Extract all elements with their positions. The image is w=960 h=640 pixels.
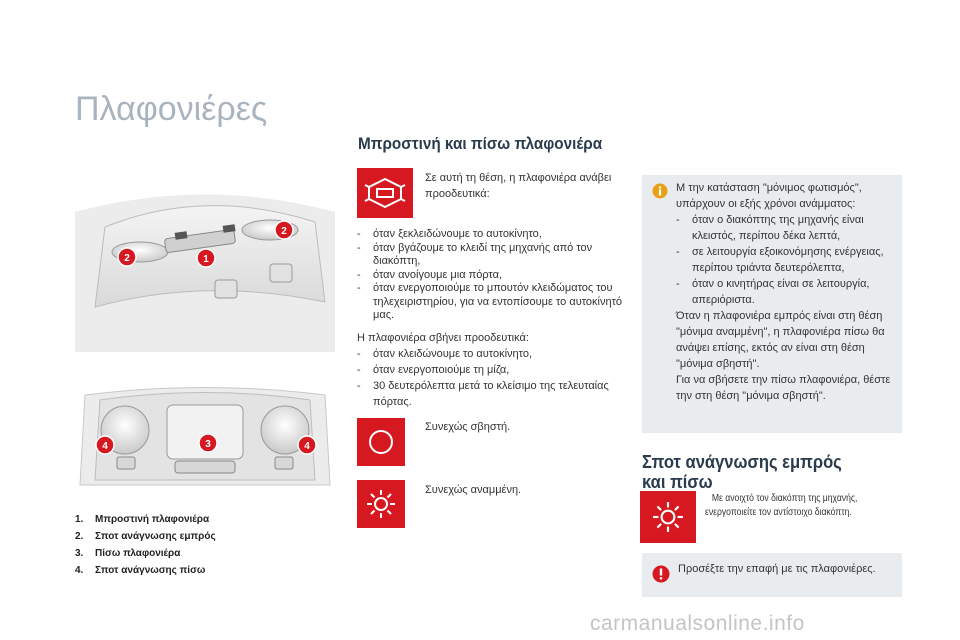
list-item: -όταν ο κινητήρας είναι σε λειτουργία, α… — [676, 278, 870, 306]
svg-text:4: 4 — [102, 441, 108, 452]
reading-spot-icon — [640, 491, 696, 543]
rear-console-illustration: 4 3 4 — [75, 385, 335, 490]
always-off-label: Συνεχώς σβηστή. — [425, 421, 511, 433]
list-item: -όταν ο διακόπτης της μηχανής είναι κλει… — [676, 214, 864, 242]
list-item: -όταν ανοίγουμε μια πόρτα, — [357, 268, 503, 281]
callout-1: 1 — [196, 248, 216, 268]
front-console-illustration: 2 1 2 — [75, 182, 335, 352]
warning-icon — [652, 565, 670, 583]
list-item: -όταν ενεργοποιούμε το μπουτόν κλειδώματ… — [357, 282, 623, 321]
lamp-intro-text: Σε αυτή τη θέση, η πλαφονιέρα ανάβει προ… — [425, 172, 612, 200]
warning-text: Προσέξτε την επαφή με τις πλαφονιέρες. — [678, 563, 876, 575]
legend-item: 1.Μπροστινή πλαφονιέρα — [75, 514, 210, 525]
door-lamp-icon — [357, 168, 413, 218]
list-item: -όταν ξεκλειδώνουμε το αυτοκίνητο, — [357, 228, 542, 240]
list-item: -όταν ενεργοποιούμε τη μίζα, — [357, 364, 510, 376]
svg-text:1: 1 — [203, 254, 209, 265]
list-item: -σε λειτουργία εξοικονόμησης ενέργειας, … — [676, 246, 884, 274]
svg-text:2: 2 — [281, 226, 287, 237]
warning-panel: Προσέξτε την επαφή με τις πλαφονιέρες. — [642, 553, 902, 597]
callout-4-right: 4 — [297, 435, 317, 455]
lamp-on-list: -όταν ξεκλειδώνουμε το αυτοκίνητο, -όταν… — [357, 228, 627, 323]
lamp-on-icon — [357, 480, 405, 528]
info-panel: Μ την κατάσταση "μόνιμος φωτισμός", υπάρ… — [642, 175, 902, 433]
callout-4-left: 4 — [95, 435, 115, 455]
legend-item: 4.Σποτ ανάγνωσης πίσω — [75, 565, 206, 576]
lamp-off-icon — [357, 418, 405, 466]
always-on-label: Συνεχώς αναμμένη. — [425, 484, 522, 496]
legend: 1.Μπροστινή πλαφονιέρα 2.Σποτ ανάγνωσης … — [75, 511, 216, 579]
svg-text:2: 2 — [124, 253, 130, 264]
list-item: -όταν κλειδώνουμε το αυτοκίνητο, — [357, 348, 533, 360]
callout-3: 3 — [198, 433, 218, 453]
callout-2-left: 2 — [117, 247, 137, 267]
reading-spot-heading: Σποτ ανάγνωσης εμπρός και πίσω — [642, 452, 842, 492]
watermark: carmanualsonline.info — [590, 612, 805, 635]
lamp-off-list: -όταν κλειδώνουμε το αυτοκίνητο, -όταν ε… — [357, 346, 627, 410]
front-rear-lamp-heading: Μπροστινή και πίσω πλαφονιέρα — [358, 134, 603, 153]
svg-text:3: 3 — [205, 439, 211, 450]
info-icon — [652, 183, 668, 199]
list-item: -όταν βγάζουμε το κλειδί της μηχανής από… — [357, 241, 593, 268]
list-item: -30 δευτερόλεπτα μετά το κλείσιμο της τε… — [357, 380, 609, 408]
lamp-off-intro: Η πλαφονιέρα σβήνει προοδευτικά: — [357, 332, 529, 344]
svg-text:4: 4 — [304, 441, 310, 452]
reading-spot-note: Με ανοιχτό τον διακόπτη της μηχανής, ενε… — [705, 493, 858, 518]
callout-2-right: 2 — [274, 220, 294, 240]
legend-item: 2.Σποτ ανάγνωσης εμπρός — [75, 531, 216, 542]
info-text: Μ την κατάσταση "μόνιμος φωτισμός", υπάρ… — [676, 180, 898, 404]
page-title: Πλαφονιέρες — [75, 90, 268, 128]
legend-item: 3.Πίσω πλαφονιέρα — [75, 548, 181, 559]
